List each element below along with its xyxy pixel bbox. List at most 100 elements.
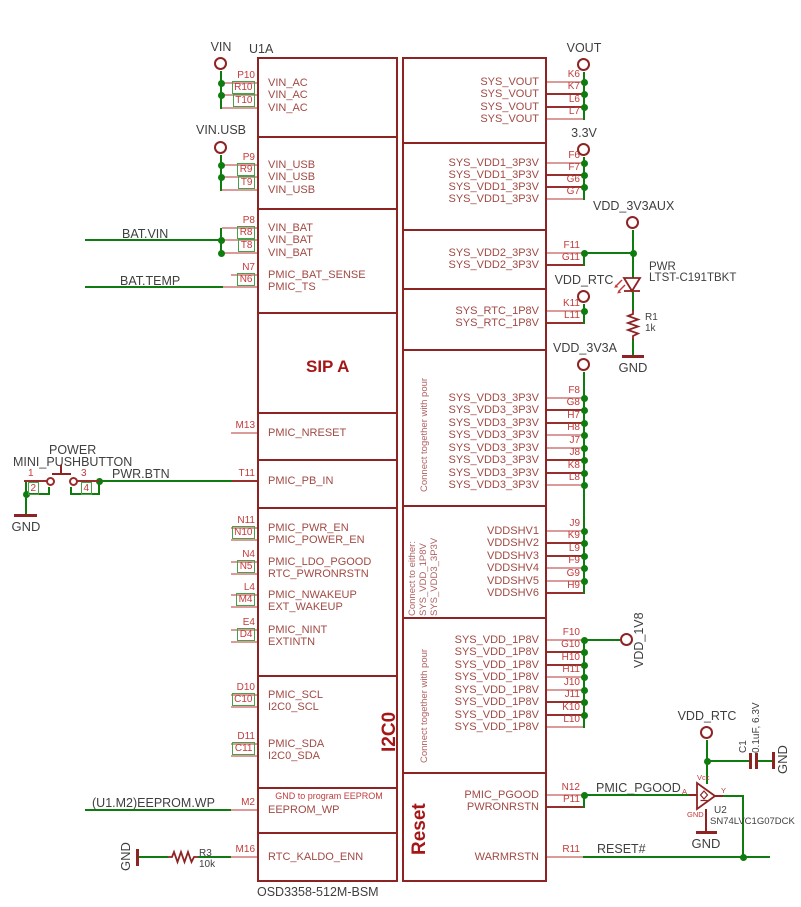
pin-function: VIN_BAT: [268, 222, 314, 234]
pushbutton-pin2: 2: [28, 482, 39, 495]
section-divider: [402, 288, 547, 290]
pin-function: SYS_VDD2_3P3V: [448, 247, 540, 259]
vdd-rtc2-label: VDD_RTC: [677, 709, 737, 723]
junction-dot: [580, 78, 588, 86]
pin-stub: [547, 397, 584, 399]
pin-stub: [547, 422, 584, 424]
u2-value: SN74LVC1G07DCK: [710, 816, 795, 827]
wire: [583, 252, 585, 266]
component-ref: U1A: [249, 42, 274, 56]
gnd-label: GND: [775, 745, 790, 774]
pushbutton-pin3: 3: [81, 468, 87, 479]
pin-number: F11: [563, 240, 581, 251]
pushbutton-actuator: [60, 465, 62, 473]
led-icon: [614, 277, 642, 294]
pin-function: SYS_VDD3_3P3V: [448, 454, 540, 466]
pin-stub: [547, 310, 584, 312]
pin-stub: [231, 743, 257, 745]
u2-name: U2: [714, 805, 727, 816]
wire: [583, 252, 634, 254]
pin-function: SYS_VDD_1P8V: [454, 709, 539, 721]
pin-stub: [231, 432, 257, 434]
pin-function: PMIC_LDO_PGOOD: [268, 556, 372, 568]
wire: [583, 639, 620, 641]
pin-stub: [547, 252, 584, 254]
section-divider: [257, 787, 398, 789]
pin-number: M13: [235, 420, 255, 431]
wire: [583, 639, 585, 728]
junction-dot: [580, 444, 588, 452]
wire: [25, 481, 27, 514]
pin-stub: [547, 434, 584, 436]
pin-number: N7: [242, 262, 255, 273]
pin-function: VIN_USB: [268, 159, 316, 171]
pin-stub: [547, 676, 584, 678]
component-part-number: OSD3358-512M-BSM: [257, 885, 379, 899]
pin-stub: [547, 664, 584, 666]
pin-function: SYS_VDD_1P8V: [454, 646, 539, 658]
resistor-icon: [625, 310, 641, 340]
pin-number: R9: [205, 163, 255, 176]
pin-function: PMIC_PGOOD: [464, 789, 539, 801]
section-divider: [402, 142, 547, 144]
pin-function: PMIC_SDA: [268, 738, 325, 750]
vdd-3v3a-connector-circle: [577, 358, 590, 371]
vdd-1v8-label: VDD_1V8: [632, 612, 646, 668]
u2-y-label: Y: [721, 786, 727, 795]
vdd-3v3aux-label: VDD_3V3AUX: [593, 199, 675, 213]
junction-dot: [217, 249, 225, 257]
capacitor-plate: [755, 753, 758, 769]
pin-stub: [547, 794, 584, 796]
pin-function: SYS_VOUT: [480, 113, 539, 125]
vdd-rtc2-connector-circle: [700, 726, 713, 739]
junction-dot: [217, 91, 225, 99]
pin-number: L7: [568, 106, 580, 117]
pin-function: VDDSHV1: [487, 525, 539, 537]
c1-value: 0.1uF, 6.3V: [751, 702, 762, 753]
junction-dot: [580, 431, 588, 439]
pin-stub: [547, 806, 584, 808]
wire: [70, 493, 100, 495]
pin-function: VDDSHV5: [487, 575, 539, 587]
sip-a-label: SIP A: [306, 357, 350, 376]
net-label-bat-temp: BAT.TEMP: [120, 274, 181, 288]
pin-function: SYS_VDD_1P8V: [454, 671, 539, 683]
pin-function: VDDSHV3: [487, 550, 539, 562]
v33-connector-circle: [577, 143, 590, 156]
junction-dot: [580, 552, 588, 560]
pin-stub: [547, 530, 584, 532]
pin-stub: [547, 639, 584, 641]
pin-number: D11: [237, 731, 255, 742]
pushbutton-value: MINI_PUSHBUTTON: [13, 455, 133, 469]
junction-dot: [580, 469, 588, 477]
wire: [25, 493, 50, 495]
pin-stub: [231, 561, 257, 563]
section-divider: [402, 772, 547, 774]
junction-dot: [580, 577, 588, 585]
pin-stub: [231, 706, 257, 708]
pin-function: VIN_AC: [268, 89, 308, 101]
resistor-icon: [168, 849, 198, 865]
pin-stub: [547, 542, 584, 544]
pin-function: PMIC_NINT: [268, 624, 328, 636]
sip-left-gate-box: [257, 57, 398, 882]
pin-function: SYS_VOUT: [480, 88, 539, 100]
pin-number: K8: [567, 460, 580, 471]
pin-stub: [231, 755, 257, 757]
pin-function: VIN_BAT: [268, 247, 314, 259]
wire: [70, 487, 72, 495]
pin-function: SYS_VDD1_3P3V: [448, 157, 540, 169]
pin-stub: [231, 641, 257, 643]
junction-dot: [580, 698, 588, 706]
pin-stub: [547, 459, 584, 461]
pin-number: H9: [567, 580, 580, 591]
pin-stub: [547, 162, 584, 164]
section-divider: [402, 229, 547, 231]
u2-a-label: A: [682, 787, 688, 796]
pin-number: R11: [562, 844, 580, 855]
wire: [85, 809, 231, 811]
pin-stub: [547, 651, 584, 653]
pin-stub: [231, 480, 257, 482]
wire: [85, 286, 223, 288]
pushbutton-contact: [69, 477, 78, 486]
